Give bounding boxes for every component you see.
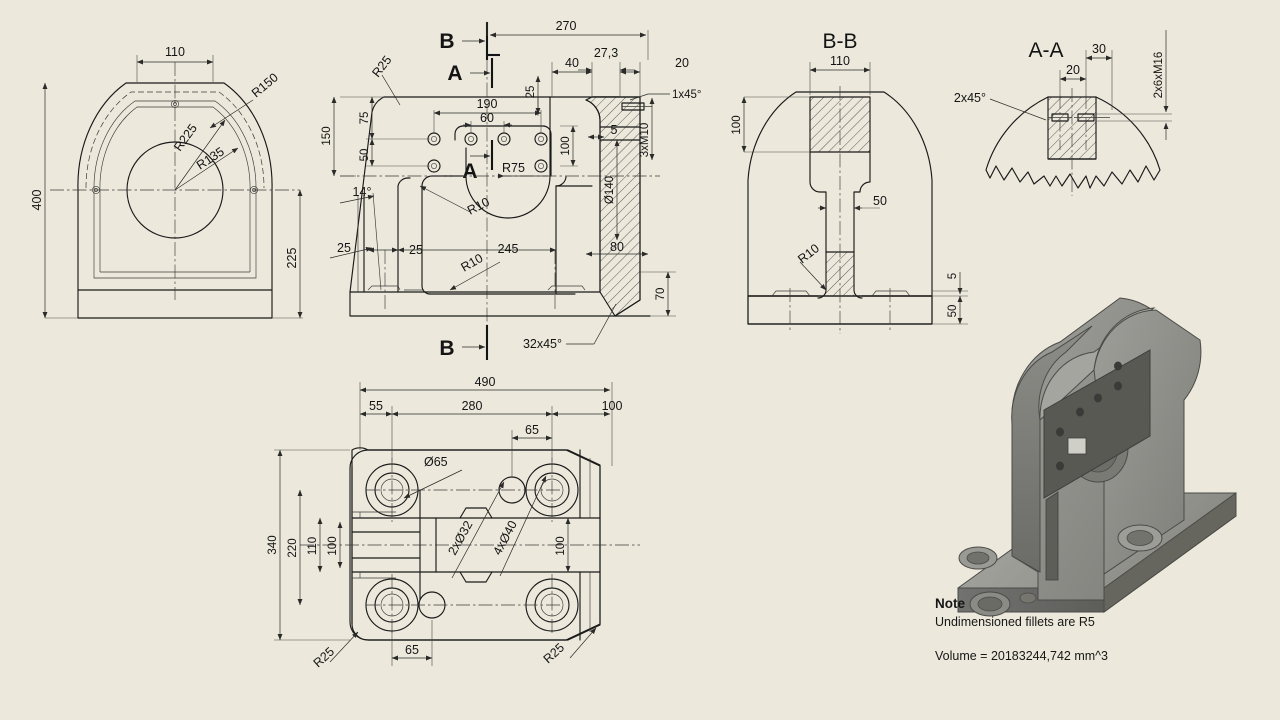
dim-70: 70 <box>655 288 667 301</box>
dim-40: 40 <box>565 56 579 70</box>
dim-190: 190 <box>477 97 498 111</box>
section-marker-a-center: A <box>462 140 494 183</box>
front-view: 110 400 225 R150 R225 R135 <box>30 45 303 319</box>
dim-bb-50-base: 50 <box>947 305 959 318</box>
plan-view: 490 55 280 100 65 340 220 110 100 100 <box>267 375 640 670</box>
dim-front-height: 400 <box>30 190 44 211</box>
dim-aa-30: 30 <box>1092 42 1106 56</box>
dim-angle-14: 14° <box>353 185 372 199</box>
dim-270: 270 <box>556 19 577 33</box>
dim-plan-280: 280 <box>462 399 483 413</box>
note-heading: Note <box>935 596 965 611</box>
dim-bb-5: 5 <box>947 273 959 279</box>
dim-r10-upper: R10 <box>465 195 492 218</box>
dim-r10-bottom: R10 <box>459 251 486 275</box>
dim-20: 20 <box>675 56 689 70</box>
section-view-aa: A-A 30 20 2x45° <box>954 30 1172 196</box>
isometric-render <box>957 297 1237 617</box>
section-view-bb: B-B 110 100 <box>731 30 968 334</box>
dim-27-3: 27,3 <box>594 46 618 60</box>
note-line-1: Undimensioned fillets are R5 <box>935 615 1095 630</box>
dim-plan-65-top: 65 <box>525 423 539 437</box>
section-marker-a-top: A <box>447 58 494 88</box>
dim-plan-490: 490 <box>475 375 496 389</box>
plan-small-holes <box>418 476 526 619</box>
chamfer-32x45: 32x45° <box>523 337 562 351</box>
dim-bb-100: 100 <box>731 115 743 134</box>
dim-plan-340: 340 <box>267 535 279 554</box>
dim-plan-2xdia32: 2xØ32 <box>445 518 475 557</box>
dim-r75: R75 <box>502 161 525 175</box>
section-marker-b-top: B <box>439 22 500 60</box>
section-aa-title: A-A <box>1028 39 1063 62</box>
dim-bb-r10: R10 <box>795 241 822 266</box>
dim-r25-main: R25 <box>369 53 394 80</box>
dim-plan-65-bottom: 65 <box>405 643 419 657</box>
marker-b-bottom: B <box>439 337 454 360</box>
dim-front-width: 110 <box>165 45 185 59</box>
dim-plan-dia65: Ø65 <box>424 455 448 469</box>
dim-60: 60 <box>480 111 494 125</box>
tapped-hole-m10 <box>621 102 652 111</box>
marker-a-label: A <box>462 160 477 183</box>
dim-bb-50: 50 <box>873 194 887 208</box>
dim-25-top: 25 <box>525 86 537 99</box>
dim-plan-r25-left: R25 <box>311 644 337 670</box>
dim-plan-220: 220 <box>287 538 299 557</box>
dim-aa-20: 20 <box>1066 63 1080 77</box>
dim-245: 245 <box>498 242 519 256</box>
marker-b-top: B <box>439 30 454 53</box>
dim-plan-100-right: 100 <box>602 399 623 413</box>
dim-plan-r25-right: R25 <box>541 640 567 666</box>
front-view-fasteners <box>92 100 258 194</box>
bolt-hole-pattern <box>427 132 548 173</box>
section-view-main: B B A A <box>321 19 702 360</box>
dim-plan-4xdia40: 4xØ40 <box>490 518 520 557</box>
dim-bb-110: 110 <box>830 54 850 68</box>
plan-counterbores <box>365 463 579 632</box>
dim-front-height-lower: 225 <box>285 248 299 269</box>
dim-plan-100-left: 100 <box>327 536 339 555</box>
section-marker-b-bottom: B <box>439 325 489 360</box>
dim-50: 50 <box>359 149 371 162</box>
marker-a-top: A <box>447 62 462 85</box>
dim-25-left: 25 <box>337 241 351 255</box>
dim-5: 5 <box>611 123 618 137</box>
dim-plan-110: 110 <box>307 537 319 555</box>
thread-2x6xm16: 2x6xM16 <box>1153 52 1165 99</box>
section-bb-title: B-B <box>822 30 857 53</box>
dim-plan-100-right2: 100 <box>555 536 567 555</box>
note-volume: Volume = 20183244,742 mm^3 <box>935 649 1108 664</box>
dim-plan-55: 55 <box>369 399 383 413</box>
dim-100: 100 <box>560 136 572 155</box>
dim-80: 80 <box>610 240 624 254</box>
dim-r225: R225 <box>171 121 200 153</box>
dim-r150: R150 <box>249 70 281 100</box>
chamfer-2x45: 2x45° <box>954 91 986 105</box>
chamfer-1x45: 1x45° <box>672 89 702 101</box>
dim-150: 150 <box>321 126 333 145</box>
dim-75: 75 <box>359 112 371 125</box>
note-block: Note Undimensioned fillets are R5 Volume… <box>935 595 1255 665</box>
dim-dia140: Ø140 <box>604 176 616 204</box>
thread-3xm10: 3xM10 <box>639 123 651 158</box>
